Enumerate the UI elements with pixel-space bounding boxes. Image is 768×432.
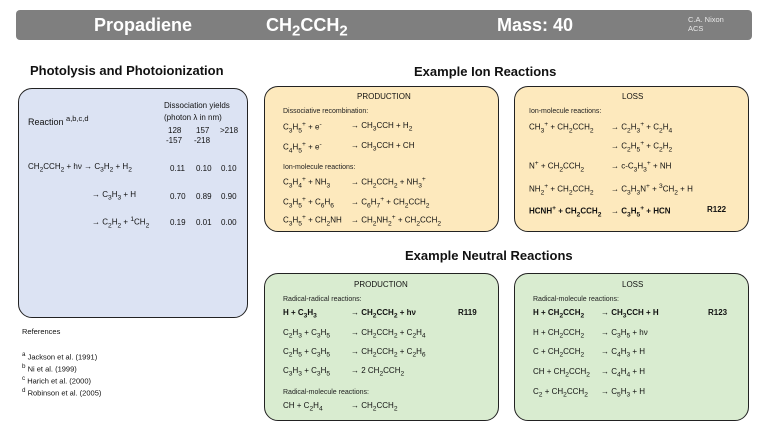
neu-prod-sub2: Radical-molecule reactions:	[283, 389, 369, 396]
col-head-2b: -218	[194, 136, 211, 145]
ion-loss-sub1: Ion-molecule reactions:	[529, 108, 602, 115]
ion-prod-r3-right: → CH2CCH2 + NH3+	[351, 176, 426, 190]
neutral-loss-box	[514, 273, 749, 421]
ion-prod-r2-left: C4H5+ + e-	[283, 141, 322, 155]
ion-prod-sub1: Dissociative recombination:	[283, 108, 369, 115]
reference-3: c Harich et al. (2000)	[22, 375, 91, 386]
ion-loss-r4-right: → C3H3N+ + 3CH2 + H	[611, 183, 693, 197]
col-head-1: 128	[168, 126, 182, 135]
ion-loss-r2-right: → C2H5+ + C2H2	[611, 140, 673, 154]
col-head-3: >218	[220, 126, 239, 135]
neu-prod-r4-right: → 2 CH2CCH2	[351, 366, 405, 378]
photo-y2-1: 0.70	[170, 192, 186, 201]
neu-loss-r1-code: R123	[708, 308, 728, 317]
neu-prod-r5-left: CH + C2H4	[283, 401, 323, 413]
molecule-name: Propadiene	[94, 15, 193, 35]
ion-title: Example Ion Reactions	[414, 64, 557, 79]
credit-author: C.A. Nixon	[688, 15, 724, 24]
neutral-title: Example Neutral Reactions	[405, 248, 573, 263]
neu-prod-r2-right: → CH2CCH2 + C2H4	[351, 328, 426, 340]
photo-y3-1: 0.19	[170, 218, 186, 227]
neu-prod-r1-left: H + C3H3	[283, 308, 317, 320]
author-credit: C.A. Nixon ACS	[688, 15, 724, 33]
ion-prod-r2-right: → CH3CCH + CH	[351, 141, 415, 153]
neu-loss-r5-left: C2 + CH2CCH2	[533, 387, 588, 399]
photo-reaction-2: → C3H3 + H	[92, 190, 137, 202]
col-head-1b: -157	[166, 136, 183, 145]
neu-loss-r4-right: → C4H4 + H	[601, 367, 646, 379]
photo-y1-1: 0.11	[170, 164, 185, 173]
ion-loss-r5-right: → C3H5+ + HCN	[611, 205, 671, 219]
neu-prod-r2-left: C2H3 + C3H5	[283, 328, 331, 340]
ion-prod-r1-left: C3H5+ + e-	[283, 121, 322, 135]
ion-prod-r4-left: C3H5+ + C6H6	[283, 196, 334, 210]
ion-production-title: PRODUCTION	[357, 92, 411, 101]
yields-units: (photon λ in nm)	[164, 113, 222, 122]
ion-prod-r3-left: C3H4+ + NH3	[283, 176, 331, 190]
neu-loss-r2-right: → C3H5 + hν	[601, 328, 648, 340]
reference-4: d Robinson et al. (2005)	[22, 387, 102, 398]
neu-prod-r4-left: C3H3 + C3H5	[283, 366, 331, 378]
photo-reaction-3: → C2H2 + 1CH2	[92, 216, 150, 230]
neu-loss-r1-left: H + CH2CCH2	[533, 308, 585, 320]
ion-loss-r3-left: N+ + CH2CCH2	[529, 160, 585, 174]
neu-prod-sub1: Radical-radical reactions:	[283, 296, 362, 303]
molecule-formula: CH2CCH2	[266, 15, 348, 40]
neu-prod-r3-right: → CH2CCH2 + C2H6	[351, 347, 426, 359]
ion-prod-sub2: Ion-molecule reactions:	[283, 164, 356, 171]
ion-prod-r4-right: → C6H7+ + CH2CCH2	[351, 196, 430, 210]
neu-prod-r1-right: → CH2CCH2 + hν	[351, 308, 416, 320]
neu-prod-r1-code: R119	[458, 308, 477, 317]
neu-loss-sub1: Radical-molecule reactions:	[533, 296, 619, 303]
photo-y1-3: 0.10	[221, 164, 237, 173]
ion-production-box	[264, 86, 499, 232]
neutral-production-box	[264, 273, 499, 421]
ion-loss-r4-left: NH2+ + CH2CCH2	[529, 183, 594, 197]
photolysis-box	[18, 88, 248, 318]
header-bar	[16, 10, 752, 40]
photo-y3-2: 0.01	[196, 218, 212, 227]
reference-1: a Jackson et al. (1991)	[22, 351, 98, 362]
neu-loss-r1-right: → CH3CCH + H	[601, 308, 659, 320]
ion-loss-r1-left: CH3+ + CH2CCH2	[529, 121, 594, 135]
photolysis-title: Photolysis and Photoionization	[30, 63, 224, 78]
ion-loss-title: LOSS	[622, 92, 644, 101]
neutral-loss-title: LOSS	[622, 280, 644, 289]
references-title: References	[22, 327, 61, 336]
ion-loss-r3-right: → c-C3H3+ + NH	[611, 160, 672, 174]
ion-prod-r5-left: C3H5+ + CH2NH	[283, 214, 342, 228]
ion-prod-r1-right: → CH3CCH + H2	[351, 121, 413, 133]
neu-loss-r5-right: → C5H3 + H	[601, 387, 646, 399]
ion-loss-box	[514, 86, 749, 232]
reference-2: b Ni et al. (1999)	[22, 363, 77, 374]
photo-y2-2: 0.89	[196, 192, 212, 201]
neu-loss-r3-right: → C4H3 + H	[601, 347, 646, 359]
neu-loss-r3-left: C + CH2CCH2	[533, 347, 585, 359]
photo-y1-2: 0.10	[196, 164, 212, 173]
ion-loss-r5-code: R122	[707, 205, 727, 214]
photo-reaction-1: CH2CCH2 + hν → C3H2 + H2	[28, 162, 132, 174]
ion-loss-r1-right: → C2H3+ + C2H4	[611, 121, 673, 135]
photo-y3-3: 0.00	[221, 218, 237, 227]
reaction-label: Reaction a,b,c,d	[28, 114, 89, 127]
ion-loss-r5-left: HCNH+ + CH2CCH2	[529, 205, 602, 219]
yields-title: Dissociation yields	[164, 101, 230, 110]
ion-prod-r5-right: → CH2NH2+ + CH2CCH2	[351, 214, 442, 228]
neu-prod-r3-left: C2H5 + C3H5	[283, 347, 331, 359]
col-head-2: 157	[196, 126, 210, 135]
neu-prod-r5-right: → CH2CCH2	[351, 401, 398, 413]
molecule-mass: Mass: 40	[497, 15, 574, 35]
credit-org: ACS	[688, 24, 704, 33]
photo-y2-3: 0.90	[221, 192, 237, 201]
neutral-production-title: PRODUCTION	[354, 280, 408, 289]
neu-loss-r4-left: CH + CH2CCH2	[533, 367, 590, 379]
neu-loss-r2-left: H + CH2CCH2	[533, 328, 585, 340]
